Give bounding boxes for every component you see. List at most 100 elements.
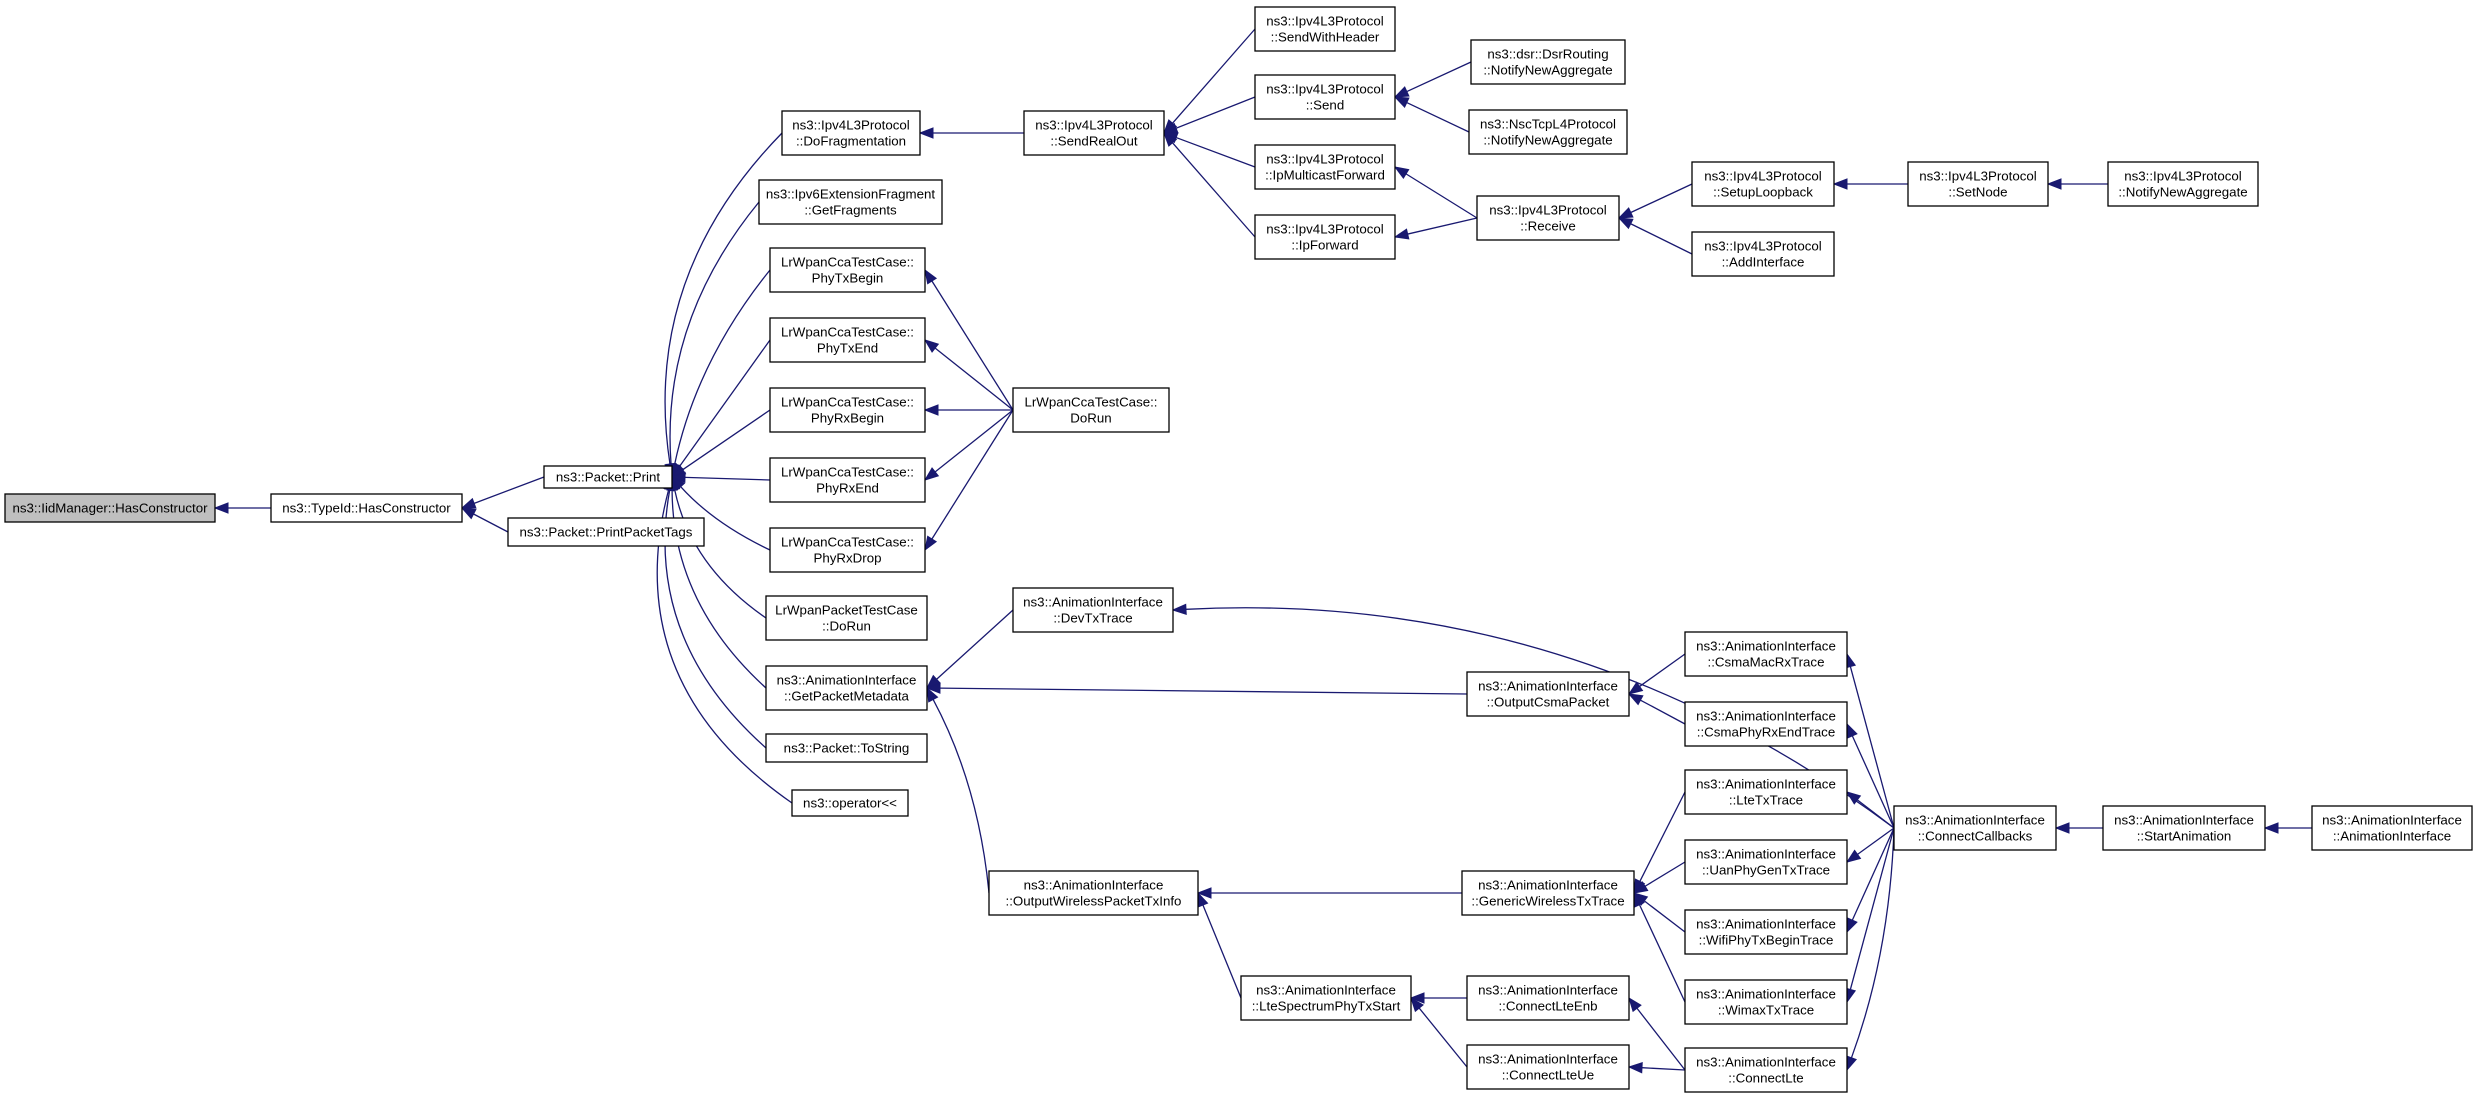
edge-devtxtrace-to-getpacketmetadata bbox=[936, 609, 1014, 680]
edge-connectcallbacks-to-wimaxtx bbox=[1849, 827, 1895, 990]
node-wimaxtx[interactable]: ns3::AnimationInterface::WimaxTxTrace bbox=[1684, 979, 1848, 1025]
node-phytxend[interactable]: LrWpanCcaTestCase::PhyTxEnd bbox=[769, 317, 926, 363]
node-box bbox=[758, 179, 943, 225]
edge-lrwpanpacket-to-packet_print bbox=[674, 489, 767, 619]
edge-ltetx-to-genericwireless bbox=[1639, 791, 1686, 882]
arrowhead bbox=[1410, 996, 1424, 1013]
node-label-line: ns3::Packet::Print bbox=[556, 470, 661, 485]
node-iidmanager[interactable]: ns3::IidManager::HasConstructor bbox=[4, 493, 216, 523]
edge-connectlteue-to-ltespectrum bbox=[1418, 1007, 1468, 1068]
node-operator[interactable]: ns3::operator<< bbox=[791, 789, 909, 817]
node-receive[interactable]: ns3::Ipv4L3Protocol::Receive bbox=[1476, 195, 1620, 241]
node-label-line: ns3::Ipv4L3Protocol bbox=[1266, 82, 1384, 97]
node-devtxtrace[interactable]: ns3::AnimationInterface::DevTxTrace bbox=[1012, 587, 1174, 633]
node-notifynewaggregate[interactable]: ns3::Ipv4L3Protocol::NotifyNewAggregate bbox=[2107, 161, 2259, 207]
edge-nsctcp-to-send bbox=[1406, 101, 1470, 133]
node-lrwpanpacket[interactable]: LrWpanPacketTestCase::DoRun bbox=[765, 595, 928, 641]
node-label-line: ns3::Ipv4L3Protocol bbox=[1489, 203, 1607, 218]
node-outputcsma[interactable]: ns3::AnimationInterface::OutputCsmaPacke… bbox=[1466, 671, 1630, 717]
node-tostring[interactable]: ns3::Packet::ToString bbox=[765, 733, 928, 763]
node-box bbox=[543, 465, 673, 489]
arrowhead bbox=[1832, 178, 1848, 190]
node-uanphygentx[interactable]: ns3::AnimationInterface::UanPhyGenTxTrac… bbox=[1684, 839, 1848, 885]
node-phyrxbegin[interactable]: LrWpanCcaTestCase::PhyRxBegin bbox=[769, 387, 926, 433]
node-ltespectrum[interactable]: ns3::AnimationInterface::LteSpectrumPhyT… bbox=[1240, 975, 1412, 1021]
edge-phytxend-to-packet_print bbox=[679, 339, 771, 467]
node-label-line: ::ConnectCallbacks bbox=[1918, 829, 2033, 844]
node-dofragmentation[interactable]: ns3::Ipv4L3Protocol::DoFragmentation bbox=[781, 110, 921, 156]
node-ipmulticastforward[interactable]: ns3::Ipv4L3Protocol::IpMulticastForward bbox=[1254, 144, 1396, 190]
edge-phyrxend-to-packet_print bbox=[684, 476, 771, 481]
arrowhead bbox=[1627, 681, 1644, 695]
node-packet-print[interactable]: ns3::Packet::Print bbox=[543, 465, 673, 489]
node-getpacketmetadata[interactable]: ns3::AnimationInterface::GetPacketMetada… bbox=[765, 665, 928, 711]
node-box bbox=[1684, 631, 1848, 677]
node-setnode[interactable]: ns3::Ipv4L3Protocol::SetNode bbox=[1907, 161, 2049, 207]
node-printpackettags[interactable]: ns3::Packet::PrintPacketTags bbox=[507, 517, 705, 547]
node-nsctcp[interactable]: ns3::NscTcpL4Protocol::NotifyNewAggregat… bbox=[1468, 109, 1628, 155]
node-label-line: ::DoRun bbox=[822, 619, 871, 634]
node-connectcallbacks[interactable]: ns3::AnimationInterface::ConnectCallback… bbox=[1893, 805, 2057, 851]
node-animationinterface[interactable]: ns3::AnimationInterface::AnimationInterf… bbox=[2311, 805, 2473, 851]
node-box bbox=[769, 247, 926, 293]
node-genericwireless[interactable]: ns3::AnimationInterface::GenericWireless… bbox=[1461, 870, 1635, 916]
node-connectlteue[interactable]: ns3::AnimationInterface::ConnectLteUe bbox=[1466, 1044, 1630, 1090]
node-label-line: LrWpanCcaTestCase:: bbox=[1024, 395, 1157, 410]
node-setuploopback[interactable]: ns3::Ipv4L3Protocol::SetupLoopback bbox=[1691, 161, 1835, 207]
node-ltetx[interactable]: ns3::AnimationInterface::LteTxTrace bbox=[1684, 769, 1848, 815]
edge-csmamacrx-to-outputcsma bbox=[1639, 653, 1686, 687]
edge-packet_print-to-typeid bbox=[473, 476, 545, 505]
node-startanimation[interactable]: ns3::AnimationInterface::StartAnimation bbox=[2102, 805, 2266, 851]
node-sendwithheader[interactable]: ns3::Ipv4L3Protocol::SendWithHeader bbox=[1254, 6, 1396, 52]
node-box bbox=[765, 733, 928, 763]
node-outputwireless[interactable]: ns3::AnimationInterface::OutputWirelessP… bbox=[988, 870, 1199, 916]
edge-connectcallbacks-to-uanphygentx bbox=[1857, 827, 1895, 855]
node-ccadorun[interactable]: LrWpanCcaTestCase::DoRun bbox=[1012, 387, 1170, 433]
node-csmamacrx[interactable]: ns3::AnimationInterface::CsmaMacRxTrace bbox=[1684, 631, 1848, 677]
node-box bbox=[1684, 701, 1848, 747]
node-send[interactable]: ns3::Ipv4L3Protocol::Send bbox=[1254, 74, 1396, 120]
arrowhead bbox=[924, 535, 938, 552]
node-box bbox=[1466, 1044, 1630, 1090]
node-label-line: DoRun bbox=[1070, 411, 1111, 426]
node-box bbox=[1691, 231, 1835, 277]
node-label-line: ::CsmaPhyRxEndTrace bbox=[1697, 725, 1835, 740]
node-connectlte[interactable]: ns3::AnimationInterface::ConnectLte bbox=[1684, 1047, 1848, 1093]
arrowhead bbox=[1628, 996, 1642, 1013]
node-box bbox=[1254, 144, 1396, 190]
node-box bbox=[1684, 839, 1848, 885]
node-typeid[interactable]: ns3::TypeId::HasConstructor bbox=[270, 493, 463, 523]
arrowhead bbox=[2046, 178, 2062, 190]
arrowhead bbox=[460, 507, 477, 520]
node-box bbox=[1012, 387, 1170, 433]
node-connectlteenb[interactable]: ns3::AnimationInterface::ConnectLteEnb bbox=[1466, 975, 1630, 1021]
node-csmaphyrxend[interactable]: ns3::AnimationInterface::CsmaPhyRxEndTra… bbox=[1684, 701, 1848, 747]
node-addinterface[interactable]: ns3::Ipv4L3Protocol::AddInterface bbox=[1691, 231, 1835, 277]
node-box bbox=[1893, 805, 2057, 851]
node-sendrealout[interactable]: ns3::Ipv4L3Protocol::SendRealOut bbox=[1023, 110, 1165, 156]
node-phytxbegin[interactable]: LrWpanCcaTestCase::PhyTxBegin bbox=[769, 247, 926, 293]
node-ipforward[interactable]: ns3::Ipv4L3Protocol::IpForward bbox=[1254, 214, 1396, 260]
edge-printpackettags-to-typeid bbox=[473, 513, 509, 533]
node-ipv6ext[interactable]: ns3::Ipv6ExtensionFragment::GetFragments bbox=[758, 179, 943, 225]
node-phyrxdrop[interactable]: LrWpanCcaTestCase::PhyRxDrop bbox=[769, 527, 926, 573]
node-phyrxend[interactable]: LrWpanCcaTestCase::PhyRxEnd bbox=[769, 457, 926, 503]
arrowhead bbox=[923, 404, 939, 416]
node-box bbox=[769, 387, 926, 433]
node-box bbox=[781, 110, 921, 156]
node-label-line: LrWpanCcaTestCase:: bbox=[781, 325, 914, 340]
node-label-line: ::OutputCsmaPacket bbox=[1487, 695, 1610, 710]
node-wifiphytxbegin[interactable]: ns3::AnimationInterface::WifiPhyTxBeginT… bbox=[1684, 909, 1848, 955]
node-label-line: PhyRxEnd bbox=[816, 481, 879, 496]
edge-outputcsma-to-getpacketmetadata bbox=[939, 687, 1468, 695]
node-box bbox=[1691, 161, 1835, 207]
node-box bbox=[1476, 195, 1620, 241]
node-box bbox=[1254, 74, 1396, 120]
edge-ltespectrum-to-outputwireless bbox=[1202, 904, 1242, 999]
node-label-line: ::SetupLoopback bbox=[1713, 185, 1813, 200]
arrowhead bbox=[213, 502, 229, 514]
node-box bbox=[1461, 870, 1635, 916]
node-dsrrouting[interactable]: ns3::dsr::DsrRouting::NotifyNewAggregate bbox=[1470, 39, 1626, 85]
node-label-line: ::SetNode bbox=[1948, 185, 2007, 200]
node-box bbox=[1254, 6, 1396, 52]
